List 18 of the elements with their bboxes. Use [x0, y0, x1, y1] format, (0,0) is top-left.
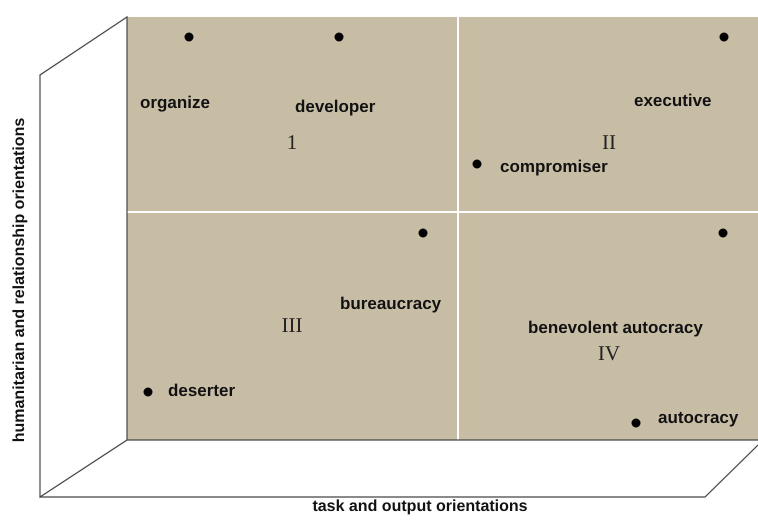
quadrant-panel — [127, 17, 457, 211]
quadrant-number: 1 — [286, 130, 298, 155]
point-label: developer — [295, 97, 376, 117]
quadrant-panel — [459, 17, 758, 211]
point-label: autocracy — [658, 408, 738, 428]
quadrant-panel — [459, 213, 758, 440]
point-label: benevolent autocracy — [528, 318, 703, 338]
quadrant-number: II — [602, 130, 616, 155]
axis-title: task and output orientations — [312, 498, 528, 516]
quadrant-number: IV — [598, 341, 620, 366]
quadrant-panel — [127, 213, 457, 440]
quadrant-number: III — [282, 313, 302, 338]
point-label: executive — [634, 91, 712, 111]
point-label: deserter — [168, 381, 236, 401]
axis-title: humanitarian and relationship orientations — [11, 118, 29, 442]
point-label: organize — [140, 93, 210, 113]
point-label: compromiser — [500, 157, 608, 177]
point-label: bureaucracy — [340, 294, 442, 314]
